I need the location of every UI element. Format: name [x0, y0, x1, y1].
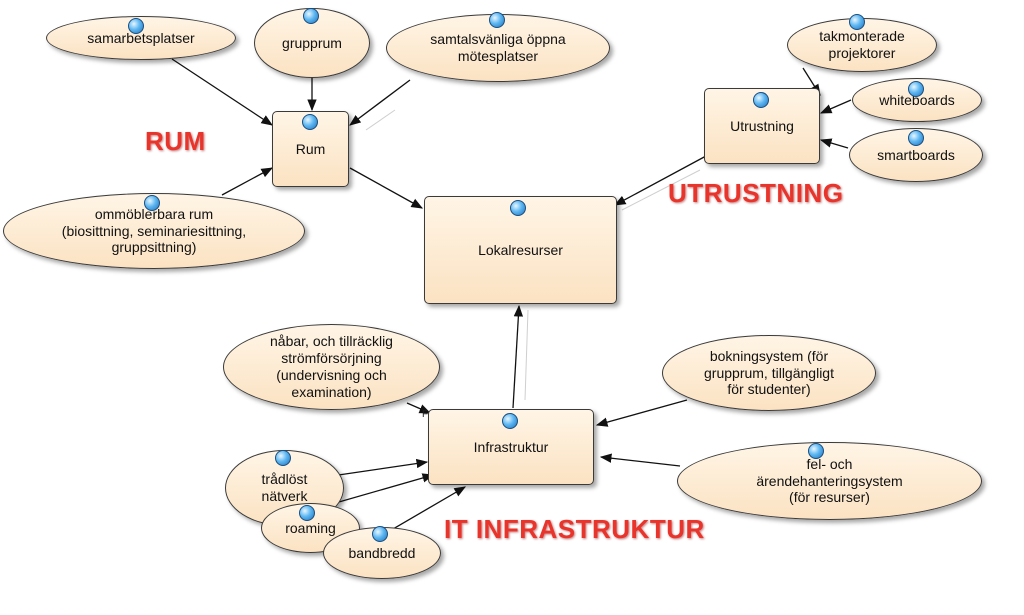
- connector-dot-icon[interactable]: [502, 413, 518, 429]
- node-samarbetsplatser-label: samarbetsplatser: [87, 29, 195, 46]
- connector-dot-icon[interactable]: [489, 12, 505, 28]
- connector-dot-icon[interactable]: [372, 526, 388, 542]
- node-infrastruktur-label: Infrastruktur: [473, 438, 549, 455]
- node-tradlost-natverk-label: trådlöst nätverk: [261, 471, 308, 504]
- edge-utrustning-lokalresurser: [613, 155, 707, 206]
- edge-samtalsvanliga-rum: [349, 79, 411, 126]
- edge-infrastruktur-lokalresurser: [512, 304, 524, 409]
- node-smartboards-label: smartboards: [877, 146, 955, 163]
- node-bandbredd[interactable]: bandbredd: [323, 527, 441, 579]
- node-bokningsystem-label: bokningsystem (för grupprum, tillgänglig…: [704, 347, 834, 398]
- connector-dot-icon[interactable]: [144, 195, 160, 211]
- connector-dot-icon[interactable]: [275, 450, 291, 466]
- node-utrustning-label: Utrustning: [730, 117, 794, 134]
- edge-bokning-infrastruktur: [595, 399, 688, 427]
- node-bandbredd-label: bandbredd: [348, 544, 416, 561]
- faint-link-utrustning: [621, 169, 701, 211]
- edge-smartboards-utrustning: [819, 138, 849, 149]
- connector-dot-icon[interactable]: [128, 18, 144, 34]
- connector-dot-icon[interactable]: [753, 92, 769, 108]
- node-lokalresurser-label: Lokalresurser: [478, 241, 563, 258]
- faint-link-rum: [365, 109, 396, 131]
- connector-dot-icon[interactable]: [299, 505, 315, 521]
- connector-dot-icon[interactable]: [808, 443, 824, 459]
- faint-link-infrastruktur: [524, 309, 529, 401]
- node-grupprum-label: grupprum: [282, 34, 342, 51]
- connector-dot-icon[interactable]: [510, 200, 526, 216]
- node-felhantering[interactable]: fel- och ärendehanteringsystem (för resu…: [677, 442, 982, 520]
- node-bokningsystem[interactable]: bokningsystem (för grupprum, tillgänglig…: [662, 335, 876, 411]
- node-rum-label: Rum: [295, 140, 326, 157]
- category-label-rum: RUM: [145, 126, 206, 156]
- node-ommoblerbara-label: ommöblerbara rum (biosittning, seminarie…: [61, 205, 247, 256]
- category-label-utrustning: UTRUSTNING: [668, 178, 844, 208]
- node-felhantering-label: fel- och ärendehanteringsystem (för resu…: [756, 455, 903, 506]
- edge-whiteboards-utrustning: [819, 99, 852, 114]
- edge-rum-lokalresurser: [349, 167, 424, 209]
- category-label-it-infrastruktur: IT INFRASTRUKTUR: [444, 514, 705, 544]
- node-stromforsorjning[interactable]: nåbar, och tillräcklig strömförsörjning …: [223, 324, 440, 410]
- connector-dot-icon[interactable]: [908, 81, 924, 97]
- connector-dot-icon[interactable]: [849, 14, 865, 30]
- connector-dot-icon[interactable]: [302, 114, 318, 130]
- edge-felhantering-infrastruktur: [599, 453, 681, 467]
- edge-samarbetsplatser-rum: [171, 58, 273, 126]
- connector-dot-icon[interactable]: [303, 8, 319, 24]
- node-samtalsvanliga-label: samtalsvänliga öppna mötesplatser: [430, 31, 566, 64]
- edge-strom-infrastruktur: [406, 402, 432, 414]
- edge-end-marker: F: [422, 409, 429, 420]
- node-rum[interactable]: Rum: [272, 111, 349, 187]
- node-stromforsorjning-label: nåbar, och tillräcklig strömförsörjning …: [270, 333, 393, 400]
- connector-dot-icon[interactable]: [908, 130, 924, 146]
- node-whiteboards-label: whiteboards: [879, 91, 955, 108]
- edge-ommoblerbara-rum: [221, 167, 274, 196]
- node-roaming-label: roaming: [285, 519, 336, 536]
- node-takmonterade-label: takmonterade projektorer: [819, 28, 905, 61]
